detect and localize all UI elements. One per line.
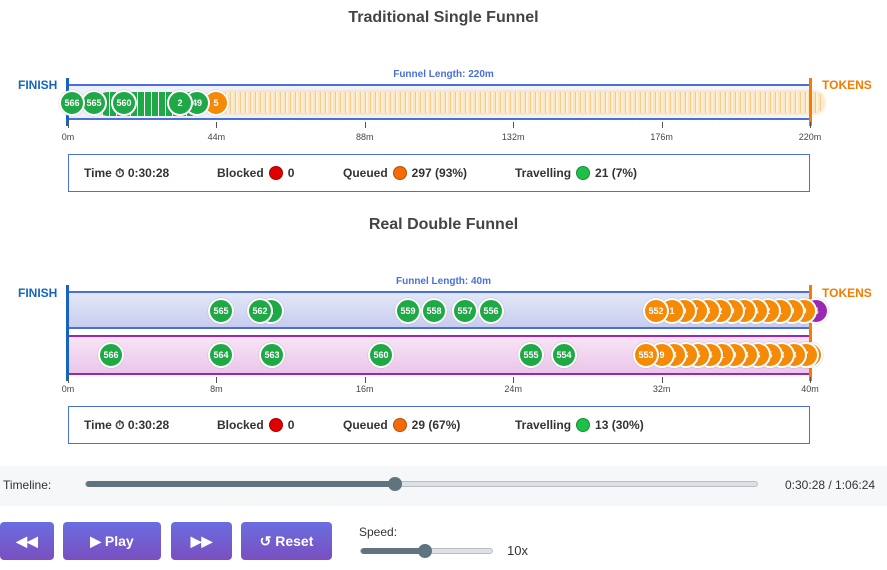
single-stats-panel: Time ⏱ 0:30:28 Blocked 0 Queued 297 (93%… xyxy=(68,154,810,192)
single-tick-label: 132m xyxy=(501,132,525,142)
single-finish-label: FINISH xyxy=(18,78,58,92)
double-tick-label: 24m xyxy=(504,384,522,394)
single-tokens-label: TOKENS xyxy=(822,78,872,92)
single-tick-mark xyxy=(216,122,218,128)
speed-slider[interactable] xyxy=(360,544,493,558)
double-tokens-line xyxy=(809,285,812,381)
blocked-dot-icon xyxy=(268,418,283,432)
single-tick-mark xyxy=(364,122,366,128)
bottom-lane-token: 560 xyxy=(368,342,394,368)
single-blocked: Blocked 0 xyxy=(217,155,294,191)
double-funnel-title: Real Double Funnel xyxy=(368,216,519,233)
single-travelling-value: 21 (7%) xyxy=(595,166,638,180)
top-lane-token: 559 xyxy=(395,298,421,324)
speed-slider-fill xyxy=(361,548,425,554)
travelling-dot-icon xyxy=(576,166,591,180)
blocked-dot-icon xyxy=(268,166,283,180)
bottom-lane-token: 563 xyxy=(259,342,285,368)
double-funnel-length: Funnel Length: 40m xyxy=(396,276,491,287)
top-lane-token: 557 xyxy=(452,298,478,324)
double-blocked-value: 0 xyxy=(287,418,295,432)
single-funnel-title: Traditional Single Funnel xyxy=(348,9,539,26)
double-tick-mark xyxy=(661,377,663,383)
double-travelling: Travelling 13 (30%) xyxy=(515,407,644,443)
single-tick-label: 220m xyxy=(798,132,822,142)
single-tokens-line xyxy=(809,78,812,126)
double-tokens-label: TOKENS xyxy=(822,286,872,300)
top-lane-token: 552 xyxy=(643,298,669,324)
single-tick-mark xyxy=(810,122,811,128)
single-queued-label: Queued xyxy=(343,166,388,180)
timeline-slider[interactable] xyxy=(85,477,758,491)
single-funnel-queue-trail xyxy=(218,92,824,113)
single-token: 565 xyxy=(81,90,107,116)
single-travelling-label: Travelling xyxy=(515,166,572,180)
bottom-lane-token: 564 xyxy=(208,342,234,368)
double-tick-mark xyxy=(216,377,218,383)
single-token: 566 xyxy=(59,90,85,116)
double-travelling-value: 13 (30%) xyxy=(595,418,644,432)
double-time: Time ⏱ 0:30:28 xyxy=(84,417,170,432)
single-token: 2 xyxy=(167,90,193,116)
single-travelling: Travelling 21 (7%) xyxy=(515,155,637,191)
top-lane-token: 556 xyxy=(478,298,504,324)
double-tick-label: 0m xyxy=(61,384,75,394)
bottom-lane-token: 553 xyxy=(633,342,659,368)
double-tick-mark xyxy=(364,377,366,383)
timeline-value: 0:30:28 / 1:06:24 xyxy=(785,478,876,492)
reset-button[interactable]: ↺ Reset xyxy=(241,522,332,560)
top-lane-token: 562 xyxy=(247,298,273,324)
top-lane-token: 558 xyxy=(421,298,447,324)
single-tick-label: 176m xyxy=(650,132,673,142)
single-blocked-value: 0 xyxy=(287,166,295,180)
timeline-slider-fill xyxy=(86,481,395,487)
top-lane-token: 565 xyxy=(208,298,234,324)
double-blocked: Blocked 0 xyxy=(217,407,294,443)
timeline-bar: Timeline: 0:30:28 / 1:06:24 xyxy=(0,466,887,506)
double-finish-line xyxy=(66,285,69,381)
double-travelling-label: Travelling xyxy=(515,418,572,432)
double-tick-label: 32m xyxy=(652,384,671,394)
speed-value: 10x xyxy=(507,543,528,558)
single-queued-value: 297 (93%) xyxy=(411,166,468,180)
single-tick-mark xyxy=(513,122,515,128)
double-tick-label: 8m xyxy=(210,384,223,394)
bottom-lane-token: 566 xyxy=(98,342,124,368)
single-token: 560 xyxy=(111,90,137,116)
single-funnel-length: Funnel Length: 220m xyxy=(393,69,494,80)
single-tick-mark xyxy=(68,122,69,128)
rewind-button[interactable]: ◀◀ xyxy=(0,522,54,560)
double-tick-label: 16m xyxy=(356,384,374,394)
play-button[interactable]: ▶ Play xyxy=(63,522,161,560)
single-queued: Queued 297 (93%) xyxy=(343,155,467,191)
timeline-slider-thumb[interactable] xyxy=(387,477,402,491)
double-tick-mark xyxy=(513,377,515,383)
double-queued-value: 29 (67%) xyxy=(411,418,461,432)
single-tick-label: 88m xyxy=(356,132,374,142)
double-queued-label: Queued xyxy=(343,418,388,432)
speed-slider-thumb[interactable] xyxy=(417,544,432,558)
speed-label: Speed: xyxy=(359,525,398,539)
single-tick-label: 44m xyxy=(207,132,226,142)
bottom-lane-token: 555 xyxy=(518,342,544,368)
double-blocked-label: Blocked xyxy=(217,418,264,432)
double-stats-panel: Time ⏱ 0:30:28 Blocked 0 Queued 29 (67%)… xyxy=(68,406,810,444)
double-tick-label: 40m xyxy=(801,384,819,394)
double-queued: Queued 29 (67%) xyxy=(343,407,460,443)
double-tick-mark xyxy=(68,377,69,383)
double-tick-mark xyxy=(810,377,811,383)
travelling-dot-icon xyxy=(576,418,591,432)
single-tick-mark xyxy=(661,122,663,128)
single-tick-label: 0m xyxy=(61,132,75,142)
timeline-label: Timeline: xyxy=(3,478,52,492)
single-time: Time ⏱ 0:30:28 xyxy=(84,165,170,180)
queued-dot-icon xyxy=(392,166,407,180)
queued-dot-icon xyxy=(392,418,407,432)
double-finish-label: FINISH xyxy=(18,286,58,300)
bottom-lane-token: 554 xyxy=(551,342,577,368)
single-blocked-label: Blocked xyxy=(217,166,264,180)
fast-forward-button[interactable]: ▶▶ xyxy=(171,522,232,560)
